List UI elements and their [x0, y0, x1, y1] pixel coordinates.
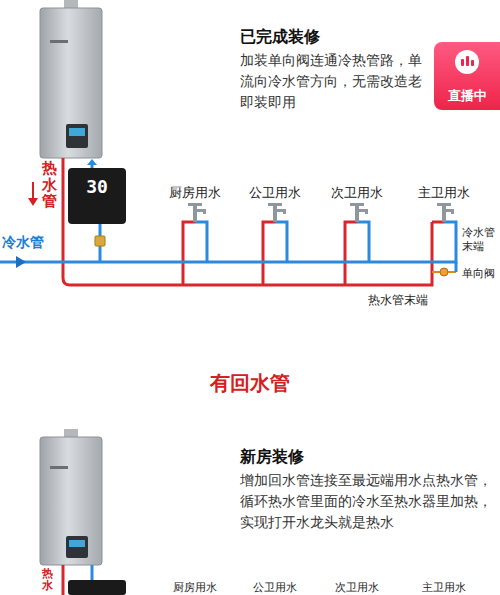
- faucet-spout: [197, 209, 206, 214]
- section-note: 增加回水管连接至最远端用水点热水管， 循环热水管里面的冷水至热水器里加热， 实现…: [240, 470, 498, 533]
- hot-branch-pipe: [183, 222, 444, 285]
- flow-arrow: [87, 159, 97, 165]
- one-way-valve: [440, 268, 448, 276]
- cold-pipe: [0, 222, 456, 262]
- heater-display: [66, 536, 88, 558]
- heater-display: [66, 124, 88, 148]
- outlet-label: 厨房用水: [169, 184, 221, 202]
- heater-screen: [69, 540, 85, 547]
- outlet-label: 次卫用水: [335, 580, 379, 595]
- live-icon-bar: [466, 56, 469, 66]
- live-badge: 直播中: [434, 42, 500, 110]
- pipe-end-label: 冷水管末端: [462, 226, 495, 254]
- section-note: 加装单向阀连通冷热管路，单 流向冷水管方向，无需改造老 即装即用: [240, 50, 434, 113]
- hot-pipe: [62, 565, 65, 595]
- outlet-label: 公卫用水: [249, 184, 301, 202]
- brass-valve: [95, 236, 105, 246]
- faucet-stem: [193, 205, 197, 222]
- pipe-label: 热水: [42, 568, 53, 592]
- flow-arrow: [28, 198, 38, 206]
- hot-pipe: [63, 158, 432, 285]
- cold-pipe-end: [455, 262, 458, 272]
- faucet-spout: [359, 209, 368, 214]
- badge-text: 直播中: [448, 87, 487, 105]
- display-reading: 30: [86, 176, 108, 197]
- outlet-label: 厨房用水: [173, 580, 217, 595]
- outlet-label: 主卫用水: [422, 580, 466, 595]
- live-icon: [453, 48, 481, 76]
- water-heater: [40, 437, 102, 565]
- faucet-stem: [442, 205, 446, 222]
- heater-screen: [69, 128, 85, 136]
- pipe-label: 冷水管: [2, 234, 44, 252]
- outlet-label: 次卫用水: [331, 184, 383, 202]
- faucet-spout: [446, 209, 454, 214]
- outlet-label: 公卫用水: [253, 580, 297, 595]
- live-icon-bar: [461, 59, 464, 66]
- pipe-end-label: 热水管末端: [368, 292, 428, 309]
- faucet-group: [188, 203, 454, 222]
- water-heater: [40, 8, 102, 158]
- heater-logo-mark: [50, 40, 68, 43]
- faucet-stem: [273, 205, 277, 222]
- pipe-label: 热水管: [42, 160, 57, 210]
- flow-arrow: [16, 256, 26, 268]
- live-icon-bar: [471, 60, 474, 66]
- section-heading: 新房装修: [240, 447, 304, 468]
- circulation-pump: 30: [68, 168, 126, 224]
- section-title: 有回水管: [0, 370, 500, 397]
- live-icon-disc: [455, 50, 479, 74]
- section-heading: 已完成装修: [240, 27, 320, 48]
- outlet-label: 主卫用水: [418, 184, 470, 202]
- cold-branch-pipe: [195, 222, 369, 262]
- flow-arrow-shaft: [32, 182, 34, 199]
- faucet-stem: [355, 205, 359, 222]
- faucet-spout: [277, 209, 286, 214]
- pump-partial: [68, 580, 126, 595]
- cold-pipe: [91, 565, 94, 580]
- heater-logo-mark: [50, 466, 68, 469]
- valve-label: 单向阀: [462, 266, 495, 281]
